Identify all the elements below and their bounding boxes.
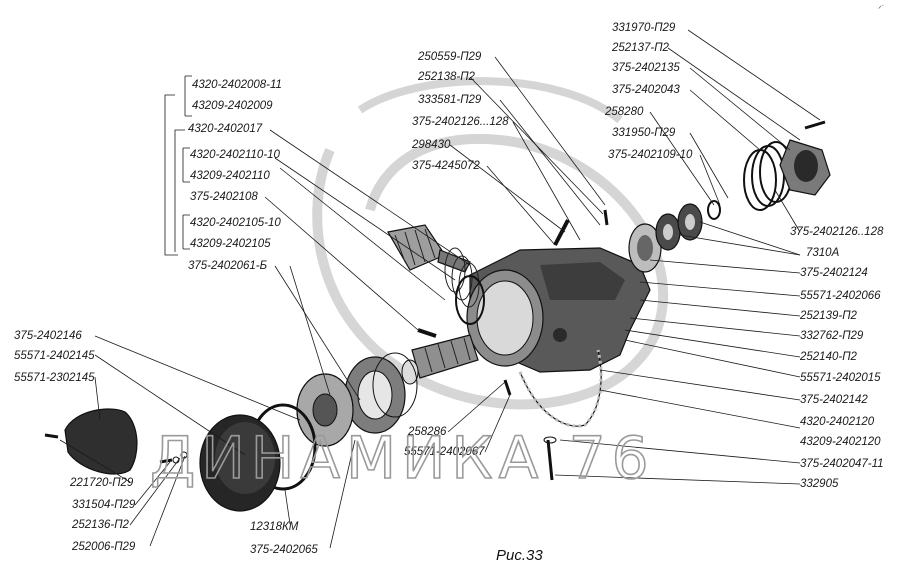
axle-housing	[466, 247, 651, 373]
label-252137: 252137-П2	[611, 42, 670, 54]
label-55571-2402067: 55571-2402067	[404, 446, 485, 458]
label-252136: 252136-П2	[71, 519, 130, 531]
label-331950: 331950-П29	[612, 127, 676, 139]
pinion-shaft	[411, 334, 479, 379]
label-43209-2402110: 43209-2402110	[190, 170, 270, 182]
bottom-bolt	[543, 436, 557, 481]
label-4320-2402110-10: 4320-2402110-10	[190, 149, 281, 161]
label-55571-2402066: 55571-2402066	[800, 290, 881, 302]
label-333581: 333581-П29	[418, 94, 482, 106]
label-375-2402043: 375-2402043	[612, 84, 680, 96]
drive-pinion	[387, 224, 471, 273]
label-375-2402142: 375-2402142	[800, 394, 868, 406]
breather	[553, 209, 609, 246]
label-298430: 298430	[411, 139, 451, 151]
label-332762: 332762-П29	[800, 330, 864, 342]
seal-ring	[455, 275, 485, 325]
label-375-2402146: 375-2402146	[14, 330, 82, 342]
label-55571-2302145: 55571-2302145	[14, 372, 95, 384]
roller-bearing-7310A	[655, 203, 703, 251]
label-221720: 221720-П29	[69, 477, 134, 489]
label-250559: 250559-П29	[417, 51, 482, 63]
tapered-roller-bearing	[344, 352, 418, 434]
label-375-2402108: 375-2402108	[190, 191, 258, 203]
label-375-4245072: 375-4245072	[412, 160, 480, 172]
label-375-2402061-B: 375-2402061-Б	[188, 260, 268, 272]
seal-washer	[707, 200, 721, 220]
label-4320-2402008-11: 4320-2402008-11	[192, 79, 282, 91]
label-43209-2402120: 43209-2402120	[800, 436, 881, 448]
figure-caption: Рис.33	[496, 547, 543, 564]
label-258286: 258286	[407, 426, 447, 438]
label-55571-2402015: 55571-2402015	[800, 372, 881, 384]
label-4320-2402105-10: 4320-2402105-10	[190, 217, 281, 229]
side-cover	[64, 408, 138, 475]
label-252139: 252139-П2	[799, 310, 858, 322]
label-375-2402047-11: 375-2402047-11	[800, 458, 884, 470]
leader-lines	[59, 29, 821, 549]
label-43209-2402009: 43209-2402009	[192, 100, 273, 112]
label-375-2402126-128: 375-2402126...128	[412, 116, 509, 128]
label-375-2402109-10: 375-2402109-10	[608, 149, 693, 161]
ring-gear	[518, 349, 603, 428]
label-331504: 331504-П29	[72, 499, 136, 511]
watermark-text: ДИНАМИКА 76	[150, 424, 655, 492]
cover-bolt	[804, 120, 826, 130]
washer	[401, 359, 419, 385]
rear-cover	[199, 414, 281, 512]
dowel-pin	[417, 328, 437, 338]
label-7310A: 7310А	[806, 247, 840, 259]
bearing-cover-flange	[779, 139, 831, 196]
label-375-2402124: 375-2402124	[800, 267, 868, 279]
label-331970: 331970-П29	[612, 22, 676, 34]
label-12318KM: 12318КМ	[250, 521, 299, 533]
label-375-2402135: 375-2402135	[612, 62, 680, 74]
label-4320-2402017: 4320-2402017	[188, 123, 263, 135]
label-252140: 252140-П2	[799, 351, 858, 363]
label-4320-2402120: 4320-2402120	[800, 416, 875, 428]
watermark-logo	[312, 77, 669, 410]
label-252138: 252138-П2	[417, 71, 476, 83]
label-258280: 258280	[604, 106, 644, 118]
label-252006: 252006-П29	[71, 541, 136, 553]
label-375-2402126-128-right: 375-2402126..128	[790, 226, 884, 238]
label-375-2402065: 375-2402065	[250, 544, 318, 556]
label-55571-2402145: 55571-2402145	[14, 350, 95, 362]
part-labels: 331970-П29 252137-П2 375-2402135 375-240…	[14, 22, 884, 556]
small-stud	[503, 379, 512, 396]
corner-mark: ᐟ˙	[878, 4, 885, 14]
label-43209-2402105: 43209-2402105	[190, 238, 271, 250]
label-332905: 332905	[800, 478, 839, 490]
